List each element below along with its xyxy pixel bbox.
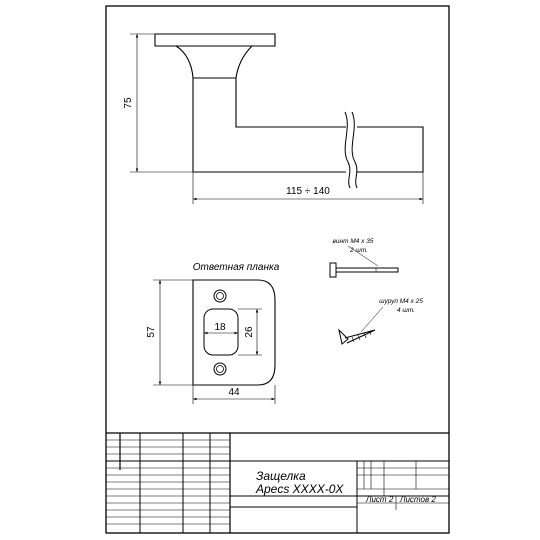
screw-hole	[213, 362, 227, 376]
screw-leader	[360, 306, 384, 333]
product-model: Apecs XXXX-0X	[255, 482, 344, 496]
break-line	[351, 111, 358, 189]
handle-lever	[192, 77, 424, 173]
bolt-leader	[347, 245, 379, 267]
product-name: Защелка	[256, 469, 306, 483]
handle-rose	[154, 33, 276, 47]
screw-hole	[213, 289, 227, 303]
drawing-frame	[105, 5, 450, 534]
handle-view: 75 115 ÷ 140	[123, 33, 424, 204]
strike-plate-outline	[192, 279, 276, 386]
plate-height-dim: 57	[146, 326, 157, 338]
bolt-name: винт М4 х 35	[333, 238, 374, 245]
bolt-qty: 2 шт.	[349, 247, 368, 254]
screw-drawing	[338, 328, 376, 345]
sheet-count: Листов 2	[399, 495, 436, 504]
strike-plate-title: Ответная планка	[193, 262, 280, 273]
plate-width-dim: 44	[228, 387, 240, 398]
screw-qty: 4 шт.	[397, 307, 415, 314]
title-block: Защелка Apecs XXXX-0X Лист 2 Листов 2	[106, 432, 449, 533]
screw-name: шуруп М4 х 25	[379, 298, 423, 305]
strike-plate-view: Ответная планка 57 44 18 26	[146, 262, 280, 404]
handle-neck	[175, 45, 253, 79]
window-width-dim: 18	[214, 322, 226, 333]
window-height-dim: 26	[244, 326, 255, 338]
bolt-drawing	[329, 262, 399, 278]
fasteners: винт М4 х 35 2 шт. шуруп М4 х 25 4 шт.	[329, 238, 423, 345]
sheet-number: Лист 2	[365, 495, 394, 504]
break-line	[344, 111, 351, 189]
handle-length-dim: 115 ÷ 140	[286, 186, 330, 197]
handle-height-dim: 75	[123, 97, 134, 109]
